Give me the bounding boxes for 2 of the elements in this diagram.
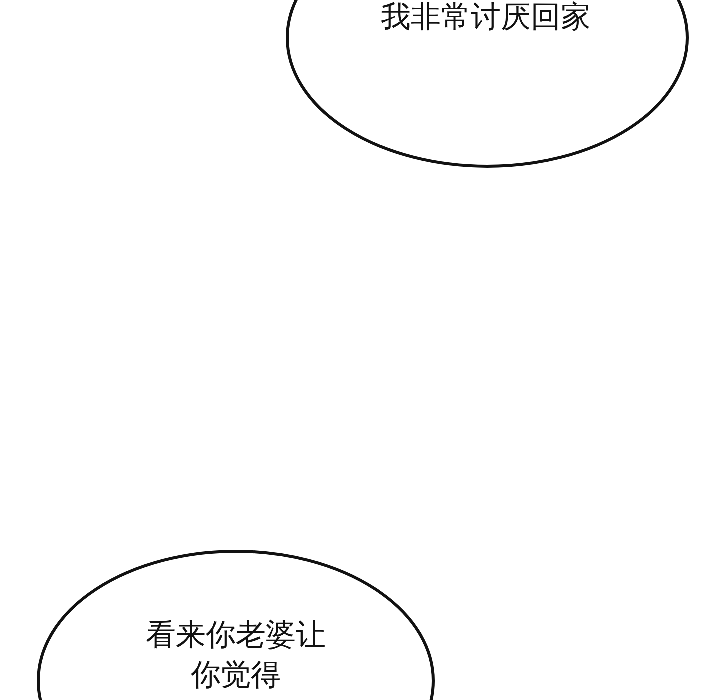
speech-text: 看来你老婆让你觉得: [146, 617, 326, 695]
speech-text: 我非常讨厌回家: [380, 0, 592, 37]
